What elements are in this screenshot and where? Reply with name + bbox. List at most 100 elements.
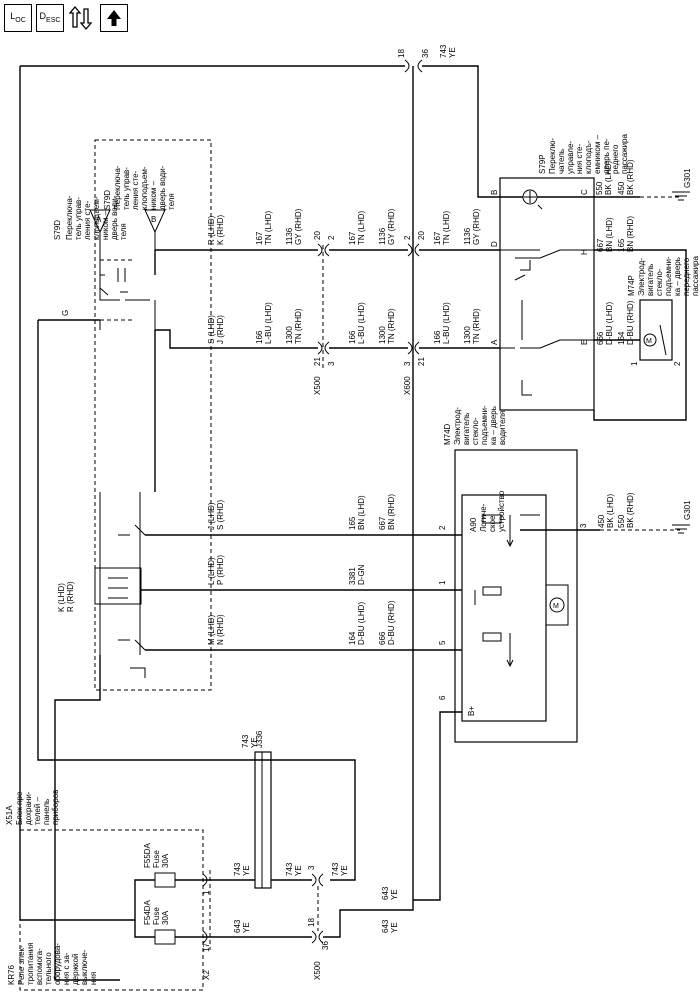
ground-mid-icon [672,524,690,534]
pin-m74d-3: 3 [579,523,588,528]
pin-s79d-m: M (LHD)N (RHD) [207,614,225,645]
svg-text:A: A [96,215,102,224]
a90-sensor-1 [482,514,514,548]
wire-167-tn-c: 167TN (LHD) [433,210,451,245]
pin-m74d-5: 5 [438,640,447,645]
a90-sensor-3 [482,632,514,668]
pin-m74d-2: 2 [438,525,447,530]
wire-743-top: 743YE [439,44,457,58]
connector-x2: 1 17 X2 [202,870,211,980]
pin-s79d-j: J (LHD)S (RHD) [207,499,225,530]
a90-desc: Логиче-скоеустройство [479,490,506,532]
x51a-box [19,829,204,991]
label-x500-a: X500 [313,376,322,395]
svg-text:21: 21 [313,357,322,366]
connector-x600-top: 18 36 [397,49,430,73]
wire-164-dbu: 164D-BU (LHD) [348,602,366,645]
pin-s79p-h: H [580,249,589,255]
wire-666-dbu: 666D-BU (RHD) [378,600,396,645]
wire-1300-tn-c: 1300TN (RHD) [463,308,481,344]
wire-1300-tn-a: 1300TN (RHD) [285,308,303,344]
s79d-code-inner: S79D [103,190,112,210]
wire-3381-dgn: 3381D-GN [348,564,366,585]
wire-167-tn-a: 167TN (LHD) [255,210,273,245]
m74p-code: M74P [627,275,636,296]
wire-165-bn: 165BN (LHD) [348,495,366,530]
connector-x600-pin21: 3 21 [403,341,426,366]
svg-text:20: 20 [417,231,426,240]
svg-text:3: 3 [307,865,316,870]
location-label: LOC [10,10,26,24]
signal-flow-icon [69,5,93,31]
label-x600: X600 [403,376,412,395]
wire-1136-gy-a: 1136GY (RHD) [285,208,303,245]
wire-743-b: 743YE [285,862,303,876]
wire-666-dbu-lhd: 666D-BU (LHD) [596,302,614,345]
wire-643-a: 643YE [233,919,251,933]
description-label: DESC [39,10,61,24]
m74d-motor-icon: M [545,584,569,626]
s79p-code: S79P [538,154,547,174]
wire-1136-gy-c: 1136GY (RHD) [463,208,481,245]
indicator-b: B [144,209,166,234]
svg-text:17: 17 [202,943,211,952]
label-x500-b: X500 [313,961,322,980]
wire-450-bk-top: 450BK (RHD) [617,159,635,195]
pin-s79d-l: L (LHD)P (RHD) [207,555,225,585]
connector-x500-pin21: 21 3 [313,341,336,366]
s79d-box [94,139,212,691]
wire-743-a: 743YE [233,862,251,876]
x51a-code: X51A [5,805,14,825]
location-button[interactable]: LOC [4,4,32,32]
wire-550-bk: 550BK (RHD) [617,492,635,528]
pin-s79d-g: G [61,310,70,316]
wire-167-tn-b: 167TN (LHD) [348,210,366,245]
svg-text:3: 3 [327,361,336,366]
m74d-code: M74D [443,423,452,445]
connector-x500-pin18: 18 36 [307,918,330,950]
svg-text:2: 2 [403,235,412,240]
m74p-desc: Электрод-вигательстекло-подъемни-ка – дв… [637,256,700,297]
pin-a90-bplus: B+ [467,706,476,716]
description-button[interactable]: DESC [36,4,64,32]
kr76-desc: Реле элек-тропитаниявспомога-тельногообо… [17,942,98,985]
svg-text:18: 18 [307,918,316,927]
s79p-lamp-icon [522,189,543,210]
s79p-desc: Переклю-чательуправле-ния сте-клоподъ-ем… [548,134,629,175]
pin-m74p-1: 1 [630,361,639,366]
svg-text:20: 20 [313,231,322,240]
svg-text:2: 2 [327,235,336,240]
wire-743-c: 743YE [331,862,349,876]
pin-s79p-a: A [490,339,499,345]
s79d-code: S79D [53,220,62,240]
wire-667-bn: 667BN (RHD) [378,494,396,530]
pin-s79p-d: D [490,241,499,247]
wire-550-bk-top: 550BK (LHD) [595,160,613,195]
fuse-f54da-label: F54DAFuse30A [143,899,170,925]
wire-1300-tn-b: 1300TN (RHD) [378,308,396,344]
wire-164-dbu-rhd: 164D-BU (RHD) [617,300,635,345]
wire-166-lbu-b: 166L-BU (LHD) [348,302,366,344]
toolbar: LOC DESC [4,4,128,34]
signal-flow-button[interactable] [68,4,96,32]
wire-450-bk: 450BK (LHD) [597,493,615,528]
up-arrow-icon [107,10,121,26]
fuse-f55da [154,872,176,888]
m74p-motor-icon: M [643,333,657,347]
ground-top-label: G301 [683,168,692,188]
wire-166-lbu-c: 166L-BU (LHD) [433,302,451,344]
m74d-box [454,449,578,743]
connector-x500-pin3: 3 [307,865,324,887]
svg-text:1: 1 [202,890,211,895]
m74p-box [639,299,673,361]
up-button[interactable] [100,4,128,32]
m74d-desc: Электрод-вигательстекло-подъемни-ка – дв… [453,405,507,445]
svg-text:B: B [151,215,156,224]
svg-text:36: 36 [421,49,430,58]
s79d-desc: Переключа-тель управ-ления сте-клоподъем… [65,195,128,240]
pin-s79d-s: S (LHD)J (RHD) [207,315,225,344]
pin-m74d-6: 6 [438,695,447,700]
wire-643-c: 643YE [381,886,399,900]
svg-text:M: M [646,338,652,345]
